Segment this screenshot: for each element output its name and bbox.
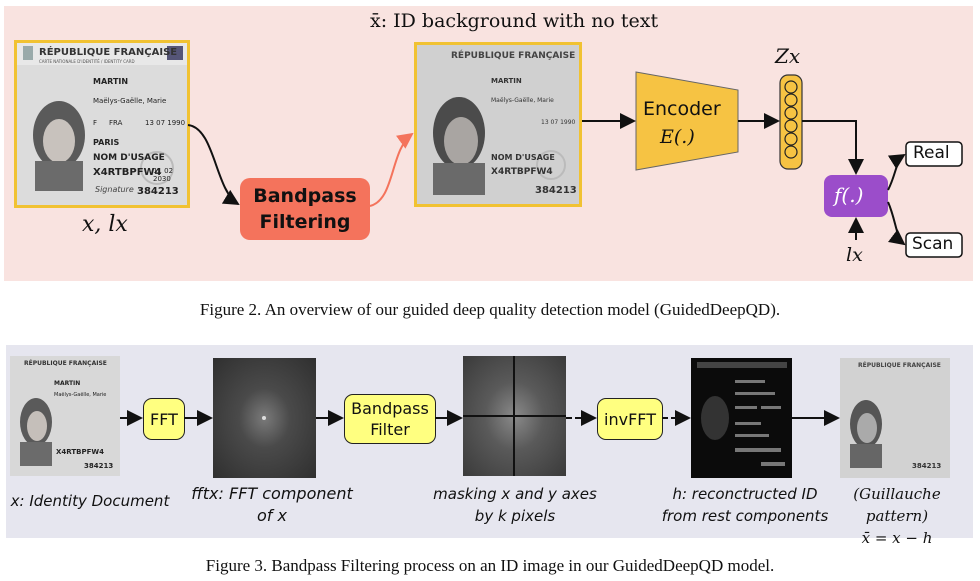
reconstructed-h-image	[691, 358, 792, 478]
figure2-caption: Figure 2. An overview of our guided deep…	[199, 300, 781, 319]
fig3-card-country: RÉPUBLIQUE FRANÇAISE	[24, 360, 107, 367]
encoder-shape	[635, 71, 739, 171]
filtered-card-usage: NOM D'USAGE	[491, 153, 555, 162]
card-subtitle: CARTE NATIONALE D'IDENTITÉ / IDENTITY CA…	[39, 59, 135, 64]
label-guillauche-pattern: (Guillauche pattern) x̄ = x − h	[853, 485, 941, 547]
fig3-card-surname: MARTIN	[54, 380, 81, 387]
real-box-shape	[905, 141, 963, 167]
pattern-card-code: 384213	[912, 462, 942, 470]
fig3-id-card-graphic	[10, 356, 120, 476]
card-sex: F	[93, 119, 98, 127]
fig3-card-given: Maëlys-Gaëlle, Marie	[54, 392, 107, 398]
lx-label: lx	[846, 244, 863, 266]
fig3-id-card: RÉPUBLIQUE FRANÇAISE MARTIN Maëlys-Gaëll…	[10, 356, 120, 476]
label-masking: masking x and y axes by k pixels	[433, 485, 597, 525]
card-expiry: 11 02 2030	[153, 167, 174, 183]
filtered-card-country: RÉPUBLIQUE FRANÇAISE	[451, 51, 576, 61]
card-usage-name: NOM D'USAGE	[93, 153, 165, 163]
card-birth: 13 07 1990	[145, 119, 186, 127]
arrow-input-to-bandpass	[187, 124, 240, 206]
scan-box-shape	[905, 232, 963, 258]
fft-center-dot	[262, 416, 266, 420]
arrow-bandpass-to-filtered	[369, 132, 414, 207]
fft-spectrum-image	[213, 358, 316, 478]
filtered-card-doc: X4RTBPFW4	[491, 167, 553, 177]
filtered-card-surname: MARTIN	[491, 77, 522, 85]
guillauche-pattern-image: RÉPUBLIQUE FRANÇAISE 384213	[840, 358, 950, 478]
input-label: x, lx	[82, 212, 128, 237]
arrow-f-to-real	[887, 153, 906, 191]
figure3-caption: Figure 3. Bandpass Filtering process on …	[205, 556, 775, 575]
filtered-id-card: RÉPUBLIQUE FRANÇAISE MARTIN Maëlys-Gaëll…	[414, 42, 582, 207]
card-code: 384213	[137, 186, 179, 197]
xbar-title: x̄: ID background with no text	[370, 10, 659, 32]
reconstructed-h-graphic	[697, 362, 787, 466]
encoder-label: Encoder	[643, 98, 721, 120]
encoder-fn-label: E(.)	[660, 126, 695, 148]
card-country: RÉPUBLIQUE FRANÇAISE	[39, 47, 178, 58]
label-fft-component: fftx: FFT component of x	[191, 484, 353, 525]
filtered-card-given: Maëlys-Gaëlle, Marie	[491, 97, 554, 104]
f-label: f(.)	[834, 183, 864, 207]
arrow-f-to-scan	[887, 201, 906, 246]
scan-label: Scan	[912, 234, 954, 254]
label-reconstructed-h: h: reconctructed ID from rest components	[661, 485, 829, 525]
pattern-card-country: RÉPUBLIQUE FRANÇAISE	[858, 362, 941, 369]
real-label: Real	[913, 143, 950, 163]
zx-label: Zx	[775, 44, 801, 68]
card-given: Maëlys-Gaëlle, Marie	[93, 97, 167, 105]
f-box-shape	[824, 175, 888, 217]
fig3-card-doc: X4RTBPFW4	[56, 448, 104, 456]
filtered-card-graphic	[417, 45, 579, 204]
card-doc-no: X4RTBPFW4	[93, 167, 162, 178]
mask-horizontal-axis	[463, 415, 566, 417]
label-identity-document: x: Identity Document	[10, 492, 170, 510]
masked-spectrum-image	[463, 356, 566, 476]
filtered-card-code: 384213	[535, 185, 577, 196]
pattern-graphic	[840, 358, 950, 478]
filtered-card-birth: 13 07 1990	[541, 119, 576, 126]
card-surname: MARTIN	[93, 77, 129, 86]
id-card-graphic	[17, 43, 187, 205]
card-signature: Signature	[95, 185, 134, 194]
input-id-card: RÉPUBLIQUE FRANÇAISE CARTE NATIONALE D'I…	[14, 40, 190, 208]
zx-neurons	[784, 80, 798, 159]
card-place: PARIS	[93, 138, 120, 147]
fig3-card-code: 384213	[84, 462, 114, 470]
invfft-box: invFFT	[597, 398, 663, 440]
card-nationality: FRA	[109, 119, 123, 127]
arrow-zx-to-f	[802, 120, 864, 175]
fft-box: FFT	[143, 398, 185, 440]
